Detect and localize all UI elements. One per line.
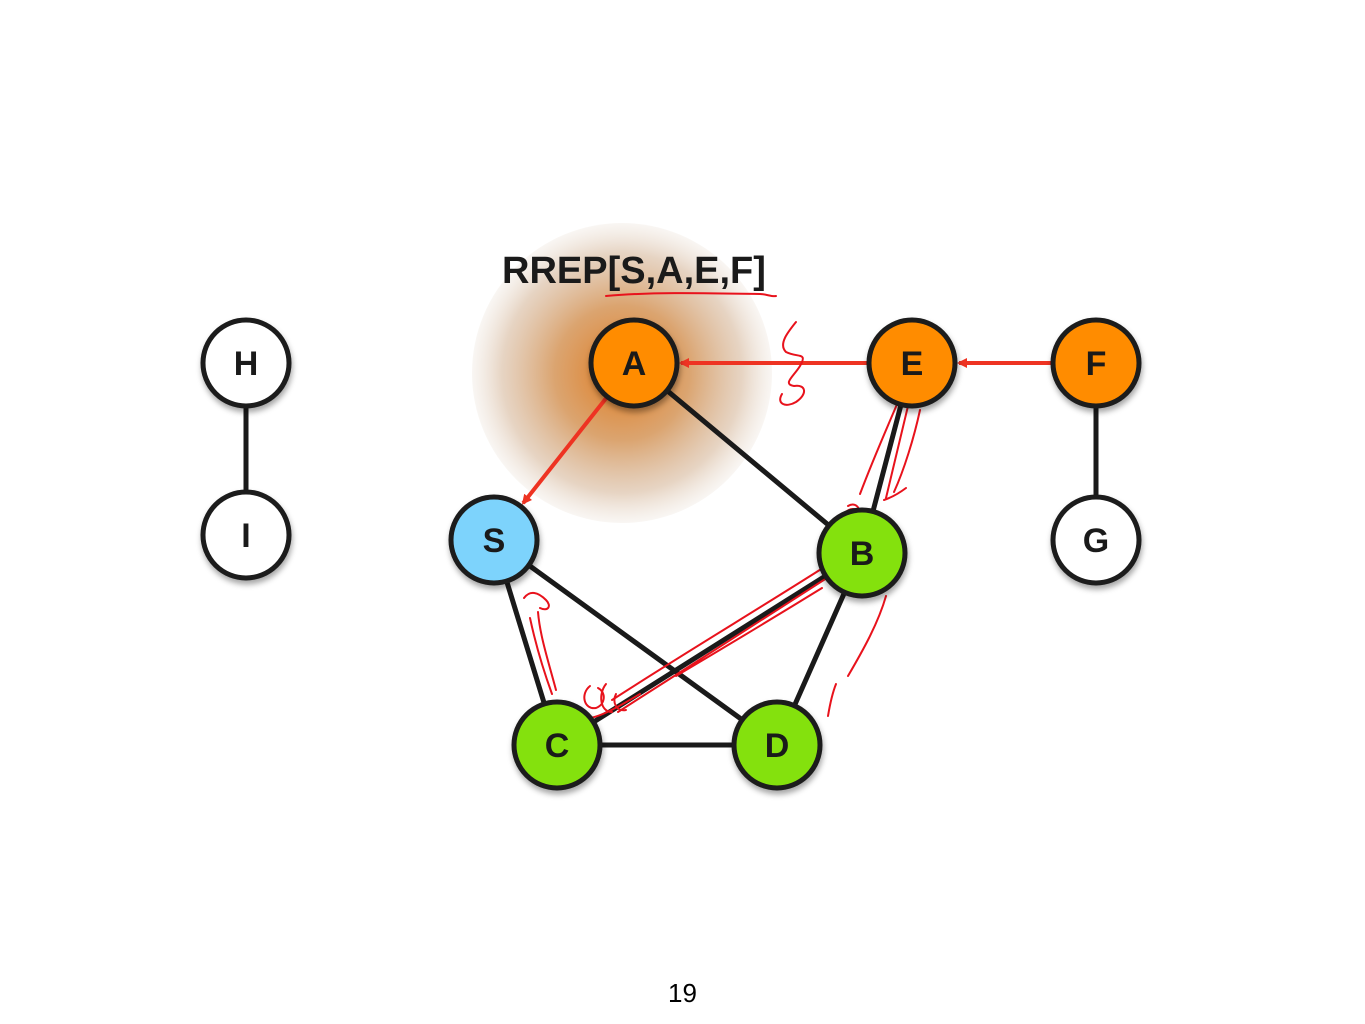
node-circle-b <box>816 507 908 599</box>
link-a-b <box>631 360 865 556</box>
node-circle-i <box>200 489 292 581</box>
node-circle-f <box>1050 317 1142 409</box>
annotation-bc-strokes <box>589 565 831 719</box>
node-label-g: G <box>1083 522 1109 560</box>
annotation-eb-strokes <box>859 401 921 501</box>
annotation-bd-strokes <box>827 595 887 717</box>
page-number: 19 <box>668 978 697 1008</box>
node-b: B <box>816 507 908 599</box>
node-label-s: S <box>483 522 506 560</box>
node-a: A <box>588 317 680 409</box>
node-i: I <box>200 489 292 581</box>
node-circle-s <box>448 494 540 586</box>
node-circle-a <box>588 317 680 409</box>
node-f: F <box>1050 317 1142 409</box>
reply-arrow-a-to-s <box>521 397 608 505</box>
node-label-i: I <box>241 517 250 555</box>
node-e: E <box>866 317 958 409</box>
link-s-d <box>491 537 780 748</box>
node-circle-h <box>200 317 292 409</box>
node-label-e: E <box>901 345 924 383</box>
annotation-loops-c <box>583 683 627 713</box>
reply-path-layer <box>521 358 1051 505</box>
node-c: C <box>511 699 603 791</box>
node-label-d: D <box>765 727 790 765</box>
node-label-c: C <box>545 727 570 765</box>
node-g: G <box>1050 494 1142 586</box>
node-circle-d <box>731 699 823 791</box>
annotation-scribble-ae <box>779 321 805 406</box>
node-circle-g <box>1050 494 1142 586</box>
nodes-layer: H I A E F S B G C D <box>200 317 1142 791</box>
node-circle-e <box>866 317 958 409</box>
node-s: S <box>448 494 540 586</box>
node-label-f: F <box>1086 345 1107 383</box>
node-label-b: B <box>850 535 875 573</box>
node-h: H <box>200 317 292 409</box>
node-label-h: H <box>234 345 259 383</box>
link-b-c <box>554 550 865 748</box>
annotation-arrow-s <box>523 592 557 695</box>
node-circle-c <box>511 699 603 791</box>
annotation-underline <box>605 292 777 298</box>
node-d: D <box>731 699 823 791</box>
node-label-a: A <box>622 345 647 383</box>
rrep-message-label: RREP[S,A,E,F] <box>502 250 766 292</box>
